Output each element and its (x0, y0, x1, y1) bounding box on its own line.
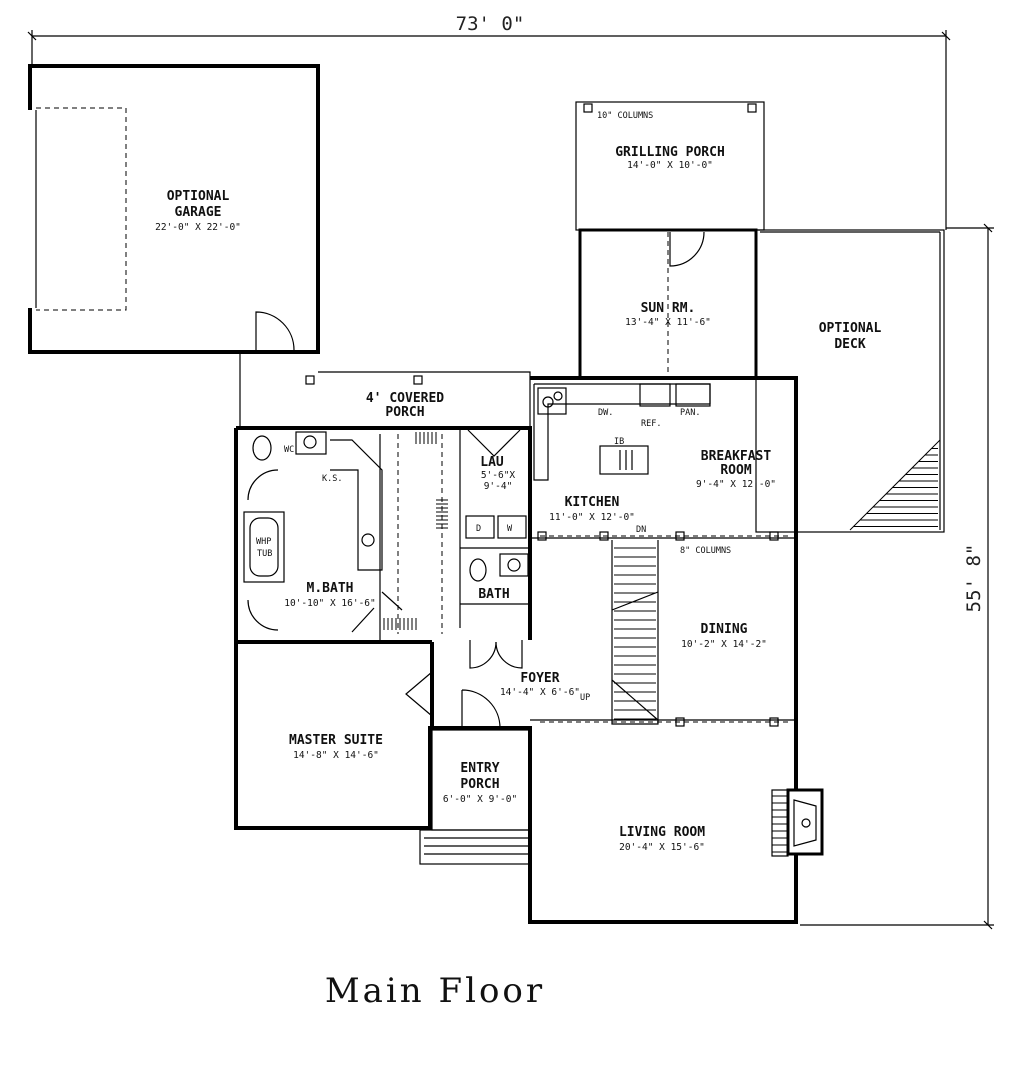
laundry-label: LAU (480, 455, 504, 470)
staircase: DN UP (580, 525, 659, 725)
porch-label-1: 4' COVERED (366, 391, 444, 406)
living-room-size: 20'-4" X 15'-6" (619, 842, 705, 853)
entry-porch-label-1: ENTRY (460, 761, 499, 776)
whp-note-1: WHP (256, 537, 271, 547)
half-bath: BATH (469, 553, 529, 602)
floor-title: Main Floor (325, 971, 545, 1011)
entry-porch-size: 6'-0" X 9'-0" (443, 794, 517, 805)
room-labels: BREAKFAST ROOM 9'-4" X 12'-0" KITCHEN 11… (289, 449, 776, 853)
overall-width-label: 73' 0" (456, 13, 525, 35)
breakfast-size: 9'-4" X 12'-0" (696, 479, 776, 490)
dw-note: DW. (598, 408, 613, 418)
deck-label-2: DECK (834, 337, 865, 352)
whp-note-2: TUB (257, 549, 272, 559)
laundry-room: D W LAU 5'-6"X 9'-4" (465, 429, 527, 539)
dining-label: DINING (701, 622, 748, 637)
deck-label-1: OPTIONAL (819, 321, 882, 336)
walk-in-closet (383, 432, 448, 634)
bath-label: BATH (478, 587, 509, 602)
mbath-size: 10'-10" X 16'-6" (284, 598, 376, 609)
mbath-label: M.BATH (307, 581, 354, 596)
pan-note: PAN. (680, 408, 700, 418)
dining-size: 10'-2" X 14'-2" (681, 639, 767, 650)
ks-note: K.S. (322, 474, 342, 484)
sunroom-size: 13'-4" X 11'-6" (625, 317, 711, 328)
grilling-porch: 10" COLUMNS GRILLING PORCH 14'-0" X 10'-… (575, 101, 765, 231)
kitchen-island (599, 445, 649, 475)
garage-label-1: OPTIONAL (167, 189, 230, 204)
wc-note: WC (284, 445, 294, 455)
grilling-porch-size: 14'-0" X 10'-0" (627, 160, 713, 171)
garage: OPTIONAL GARAGE 22'-0" X 22'-0" (27, 64, 320, 354)
master-bath: WHP TUB WC K.S. M.BATH 10'-10" X 16'-6" (243, 431, 403, 633)
sun-room: SUN RM. 13'-4" X 11'-6" (578, 228, 758, 380)
entry-porch (419, 729, 531, 865)
laundry-size-1: 5'-6"X (481, 470, 516, 481)
kitchen-size: 11'-0" X 12'-0" (549, 512, 635, 523)
grilling-porch-label: GRILLING PORCH (615, 145, 725, 160)
island-note: IB (614, 437, 624, 447)
sunroom-label: SUN RM. (641, 301, 696, 316)
foyer-label: FOYER (520, 671, 559, 686)
porch-label-2: PORCH (385, 405, 424, 420)
columns-10-note: 10" COLUMNS (597, 111, 653, 121)
foyer-doors (405, 640, 523, 729)
overall-width-dimension: 73' 0" (27, 13, 951, 230)
sink (537, 387, 567, 415)
fireplace (771, 788, 824, 857)
columns-8-note: 8" COLUMNS (680, 546, 731, 556)
covered-porch: 4' COVERED PORCH (239, 352, 531, 429)
overall-depth-label: 55' 8" (963, 544, 985, 613)
stairs-down-note: DN (636, 525, 646, 535)
stairs-up-note: UP (580, 693, 590, 703)
garage-label-2: GARAGE (175, 205, 222, 220)
master-suite-size: 14'-8" X 14'-6" (293, 750, 379, 761)
optional-deck: OPTIONAL DECK (755, 229, 945, 533)
dryer-note: D (476, 524, 481, 534)
kitchen-label: KITCHEN (565, 495, 620, 510)
entry-porch-label-2: PORCH (460, 777, 499, 792)
ref-note: REF. (641, 419, 661, 429)
master-suite-label: MASTER SUITE (289, 733, 383, 748)
garage-size: 22'-0" X 22'-0" (155, 222, 241, 233)
living-room-label: LIVING ROOM (619, 825, 705, 840)
breakfast-label-2: ROOM (720, 463, 751, 478)
laundry-size-2: 9'-4" (484, 481, 513, 492)
foyer-size: 14'-4" X 6'-6" (500, 687, 580, 698)
kitchen-counters: IB DW. REF. PAN. (533, 383, 711, 481)
breakfast-label-1: BREAKFAST (701, 449, 772, 464)
overall-depth-dimension: 55' 8" (800, 223, 994, 930)
washer-note: W (507, 524, 513, 534)
